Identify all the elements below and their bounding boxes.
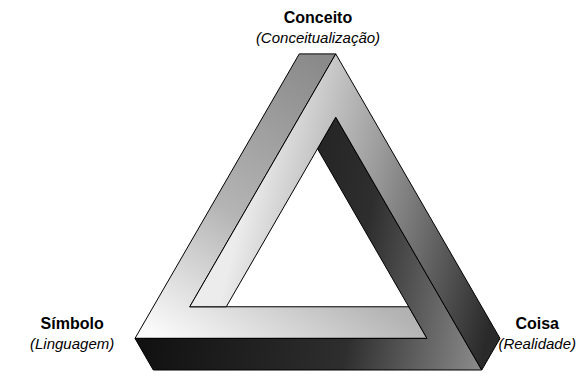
corner-subtitle: (Linguagem) [30,334,114,354]
penrose-face [190,54,500,370]
corner-title: Símbolo [30,314,114,334]
corner-label-group: Conceito(Conceitualização) [218,8,418,48]
corner-label-group: Símbolo(Linguagem) [30,314,114,354]
corner-title: Coisa [498,314,576,334]
corner-title: Conceito [218,8,418,28]
corner-label-group: Coisa(Realidade) [498,314,576,354]
corner-subtitle: (Realidade) [498,334,576,354]
corner-subtitle: (Conceitualização) [218,28,418,48]
